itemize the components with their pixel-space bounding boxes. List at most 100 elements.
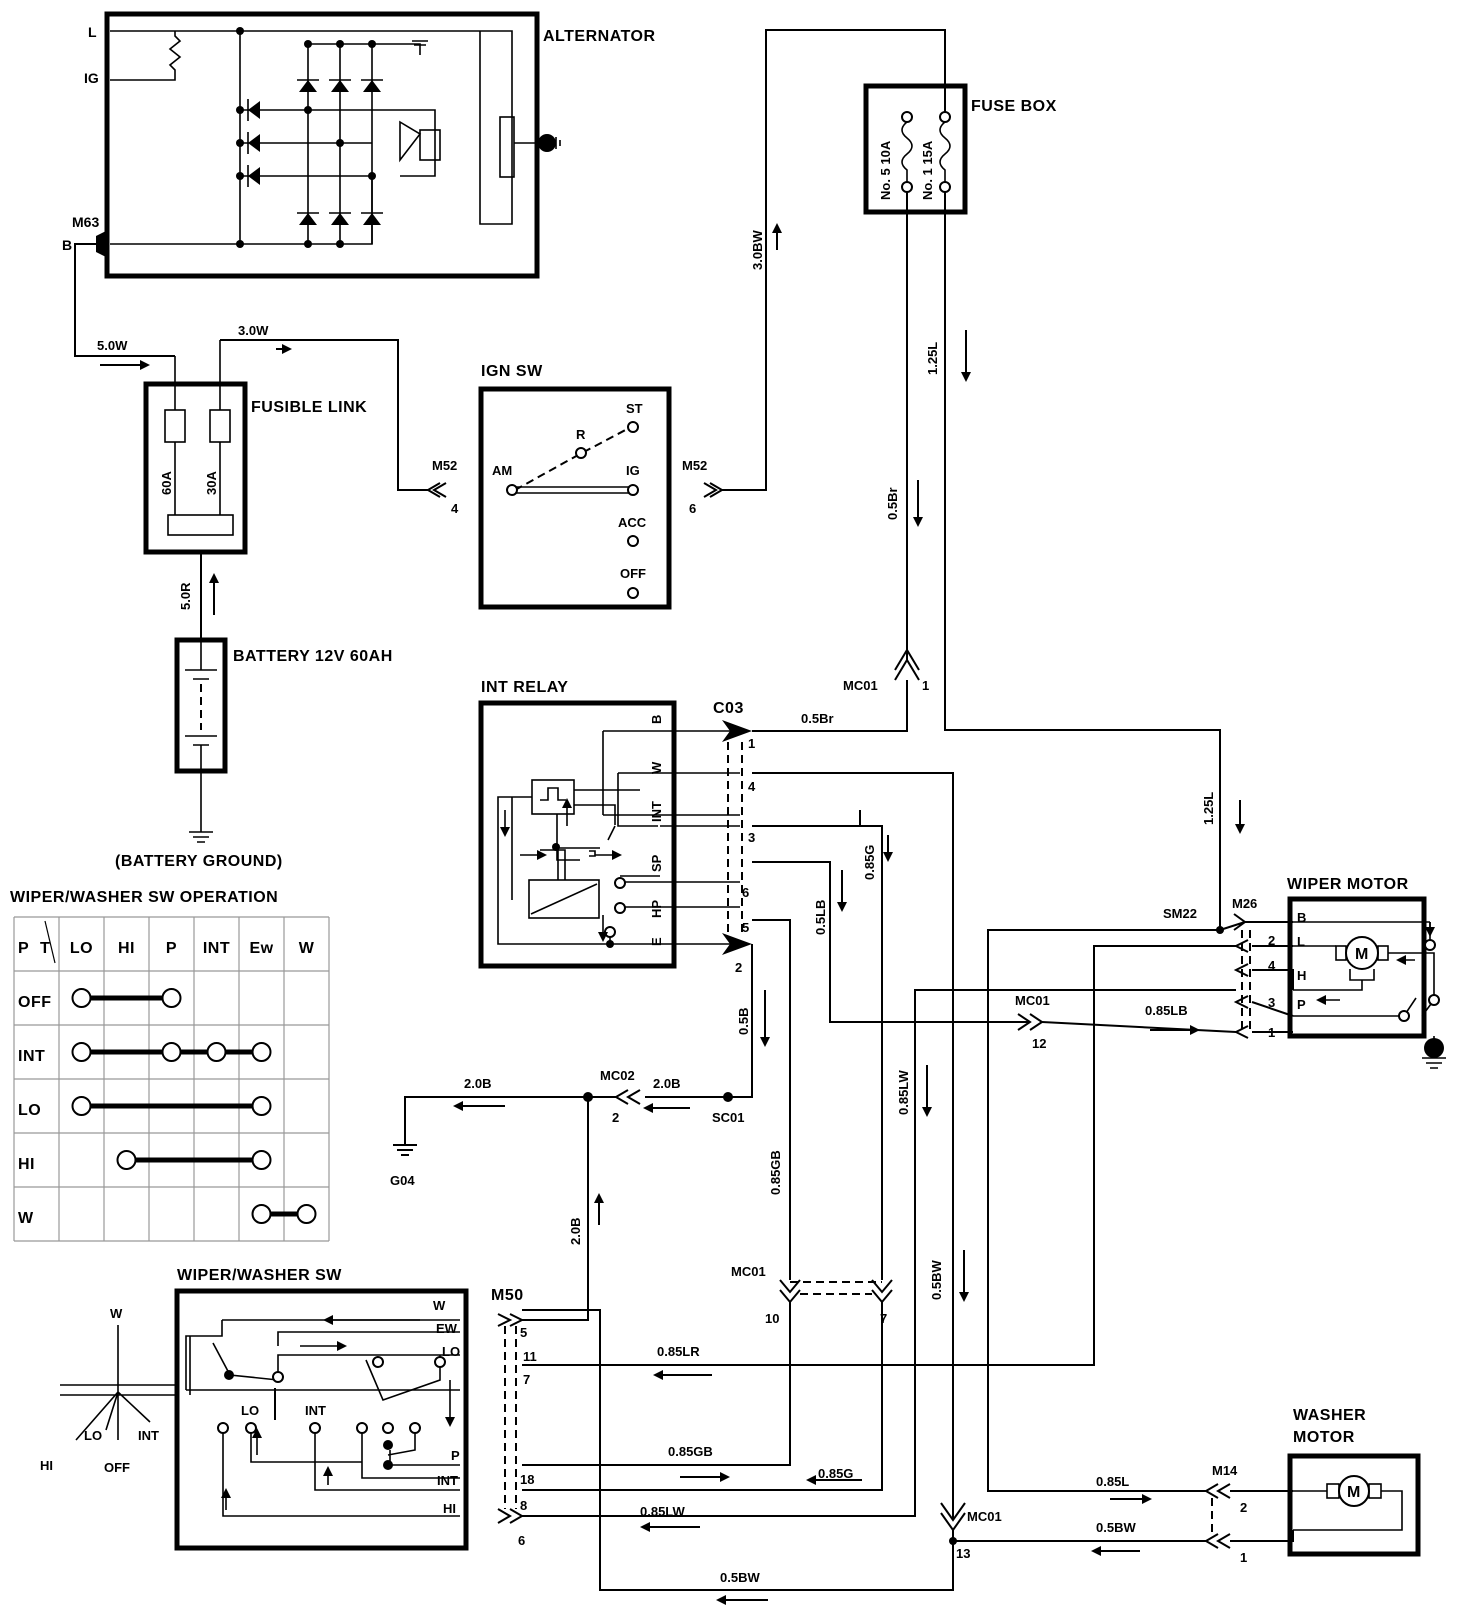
mc01-pin-12: 12 — [1032, 1036, 1046, 1051]
wire-0-5br-horizontal: 0.5Br — [801, 711, 834, 726]
ign-conn-m52-right: M52 — [682, 458, 707, 473]
wiper-term-h: H — [1297, 968, 1306, 983]
op-row-header: W — [18, 1210, 34, 1227]
fusible-link-30a: 30A — [204, 471, 219, 495]
alternator: ALTERNATOR L IG B M63 — [62, 11, 656, 279]
op-col-header: P — [166, 940, 177, 957]
mc01-pin-13: 13 — [956, 1546, 970, 1561]
wire-0-85lb: 0.85LB — [1145, 1003, 1188, 1018]
mc01-label-13: MC01 — [967, 1509, 1002, 1524]
m50-pin-5: 5 — [520, 1325, 527, 1340]
wire-5-0w: 5.0W — [97, 338, 128, 353]
c03-pin-3: 3 — [748, 830, 755, 845]
op-contact-dot — [251, 1204, 272, 1224]
int-relay-title: INT RELAY — [481, 679, 568, 696]
alternator-connector-m63: M63 — [72, 214, 99, 230]
wire-0-5b: 0.5B — [736, 1008, 751, 1035]
alternator-terminal-ig: IG — [84, 70, 99, 86]
washer-motor-title-2: MOTOR — [1293, 1429, 1355, 1446]
m50-pin-11: 11 — [523, 1349, 537, 1364]
ign-pos-r: R — [576, 427, 586, 442]
wire-0-85gb-horizontal: 0.85GB — [668, 1444, 713, 1459]
wire-0-5bw-bottom: 0.5BW — [720, 1570, 760, 1585]
op-col-header: INT — [203, 940, 230, 957]
wire-2-0b-vertical: 2.0B — [568, 1218, 583, 1245]
op-contact-dot — [251, 1096, 272, 1116]
ign-pos-am: AM — [492, 463, 512, 478]
wiring: 5.0W 3.0W 5.0R 3.0BW 0.5Br MC01 1 0.5Br … — [74, 29, 1294, 1605]
battery-ground-label: (BATTERY GROUND) — [115, 853, 283, 870]
ign-pos-off: OFF — [620, 566, 646, 581]
op-row-header: LO — [18, 1102, 41, 1119]
mc01-pin-10: 10 — [765, 1311, 779, 1326]
ign-switch: IGN SW ST R AM IG ACC OFF M52 4 M52 6 — [426, 363, 724, 610]
alternator-terminal-b: B — [62, 237, 72, 253]
m26-pin-4: 4 — [1268, 958, 1276, 973]
lever-off: OFF — [104, 1460, 130, 1475]
wire-5-0r: 5.0R — [178, 582, 193, 610]
m50-pin-7: 7 — [523, 1372, 530, 1387]
wire-1-25l-motor: 1.25L — [1201, 792, 1216, 825]
wire-0-5bw-washer: 0.5BW — [1096, 1520, 1136, 1535]
fuse-box: FUSE BOX No. 5 10A No. 1 15A — [863, 83, 1057, 215]
washer-motor: WASHER MOTOR M — [1287, 1407, 1421, 1557]
ign-conn-m52-left: M52 — [432, 458, 457, 473]
relay-term-b: B — [649, 715, 664, 724]
lever-lo: LO — [84, 1428, 102, 1443]
mc01-pin-7: 7 — [880, 1311, 887, 1326]
wire-0-85l: 0.85L — [1096, 1474, 1129, 1489]
sw-term-w: W — [433, 1298, 446, 1313]
op-contact-dot — [161, 1042, 182, 1062]
ign-pos-ig: IG — [626, 463, 640, 478]
m14-label: M14 — [1212, 1463, 1238, 1478]
wiper-motor-title: WIPER MOTOR — [1287, 876, 1409, 893]
op-contact-dot — [251, 1150, 272, 1170]
fuse-no1-label: No. 1 15A — [920, 140, 935, 200]
sc01-label: SC01 — [712, 1110, 745, 1125]
wire-0-85g: 0.85G — [862, 845, 877, 880]
op-col-header: W — [299, 940, 315, 957]
wire-2-0b-left: 2.0B — [464, 1076, 491, 1091]
mc01-label-10: MC01 — [731, 1264, 766, 1279]
c03-pin-1: 1 — [748, 736, 755, 751]
m50-pin-6: 6 — [518, 1533, 525, 1548]
op-contact-dot — [161, 988, 182, 1008]
sm22-label: SM22 — [1163, 906, 1197, 921]
ign-pin-4: 4 — [451, 501, 459, 516]
fusible-link-title: FUSIBLE LINK — [251, 399, 367, 416]
wiper-washer-switch: WIPER/WASHER SW W EW LO P INT HI LO INT … — [40, 1267, 537, 1551]
mc01-pin-1: 1 — [922, 678, 929, 693]
int-relay: INT RELAY B W INT SP HP E C03 1 4 3 6 5 … — [478, 679, 756, 975]
lever-w: W — [110, 1306, 123, 1321]
wire-0-85lr: 0.85LR — [657, 1344, 700, 1359]
ign-pin-6: 6 — [689, 501, 696, 516]
c03-pin-5: 5 — [742, 920, 749, 935]
relay-term-sp: SP — [649, 854, 664, 872]
mc02-pin-2: 2 — [612, 1110, 619, 1125]
wire-0-85lw-horizontal: 0.85LW — [640, 1504, 686, 1519]
wire-0-85gb-vertical: 0.85GB — [768, 1150, 783, 1195]
wiper-motor: WIPER MOTOR B L H P M — [1287, 876, 1446, 1069]
wiper-term-b: B — [1297, 910, 1306, 925]
fuse-box-title: FUSE BOX — [971, 98, 1057, 115]
operation-table-title: WIPER/WASHER SW OPERATION — [10, 889, 278, 906]
m14-pin-1: 1 — [1240, 1550, 1247, 1565]
sw-term-hi: HI — [443, 1501, 456, 1516]
op-contact-dot — [71, 1096, 92, 1116]
op-contact-dot — [206, 1042, 227, 1062]
mc02-label: MC02 — [600, 1068, 635, 1083]
wire-0-5br-vertical: 0.5Br — [885, 487, 900, 520]
op-contact-dot — [116, 1150, 137, 1170]
m14-pin-2: 2 — [1240, 1500, 1247, 1515]
wire-0-85lw-vertical: 0.85LW — [896, 1069, 911, 1115]
alternator-title: ALTERNATOR — [543, 28, 656, 45]
mc01-label-12: MC01 — [1015, 993, 1050, 1008]
g04-label: G04 — [390, 1173, 415, 1188]
m26-pin-2: 2 — [1268, 933, 1275, 948]
op-col-header: LO — [70, 940, 93, 957]
op-corner-t: T — [40, 940, 50, 957]
op-contact-dot — [71, 1042, 92, 1062]
washer-motor-title-1: WASHER — [1293, 1407, 1366, 1424]
fusible-link-60a: 60A — [159, 471, 174, 495]
